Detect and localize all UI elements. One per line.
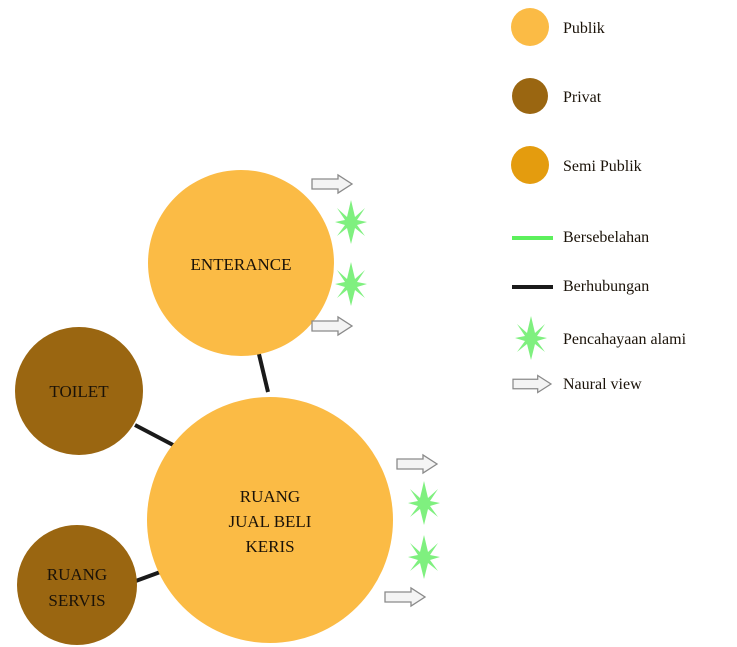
legend-privat-label: Privat bbox=[563, 89, 602, 106]
node-ruang-servis: RUANG SERVIS bbox=[17, 525, 137, 645]
natural-light-star-icon bbox=[335, 200, 367, 244]
legend-publik-swatch bbox=[511, 8, 549, 46]
link-enterance-ruang-jual bbox=[256, 349, 270, 393]
natural-light-star-icon bbox=[335, 262, 367, 306]
view-arrow-icon bbox=[311, 316, 353, 336]
legend-view-label: Naural view bbox=[563, 376, 642, 393]
legend-semi-publik-label: Semi Publik bbox=[563, 158, 642, 175]
natural-light-star-icon bbox=[408, 481, 440, 525]
legend-semi-publik-swatch bbox=[511, 146, 549, 184]
node-ruang-jual-label-line-1: RUANG bbox=[240, 487, 300, 506]
node-enterance: ENTERANCE bbox=[148, 170, 334, 356]
node-enterance-label: ENTERANCE bbox=[190, 255, 291, 274]
legend-pencahayaan-label: Pencahayaan alami bbox=[563, 331, 687, 348]
legend-publik-label: Publik bbox=[563, 20, 605, 37]
node-ruang-jual-label-line-3: KERIS bbox=[245, 537, 294, 556]
legend-privat-swatch bbox=[512, 78, 548, 114]
legend: Publik Privat Semi Publik Bersebelahan B… bbox=[511, 8, 687, 394]
natural-light-star-icon bbox=[408, 535, 440, 579]
node-ruang-servis-label-line-2: SERVIS bbox=[48, 591, 105, 610]
view-arrow-icon bbox=[311, 174, 353, 194]
legend-berhubungan-label: Berhubungan bbox=[563, 278, 649, 295]
node-ruang-jual-label-line-2: JUAL BELI bbox=[229, 512, 312, 531]
view-arrow-icon bbox=[396, 454, 438, 474]
link-servis-ruang-jual bbox=[132, 569, 164, 584]
natural-light-star-icon bbox=[515, 316, 547, 360]
view-arrow-icon bbox=[512, 374, 552, 394]
legend-bersebelahan-label: Bersebelahan bbox=[563, 229, 649, 246]
node-toilet: TOILET bbox=[15, 327, 143, 455]
node-ruang-jual-beli-keris: RUANG JUAL BELI KERIS bbox=[147, 397, 393, 643]
node-ruang-servis-label-line-1: RUANG bbox=[47, 565, 107, 584]
node-toilet-label: TOILET bbox=[49, 382, 109, 401]
view-arrow-icon bbox=[384, 587, 426, 607]
link-toilet-ruang-jual bbox=[134, 423, 176, 448]
